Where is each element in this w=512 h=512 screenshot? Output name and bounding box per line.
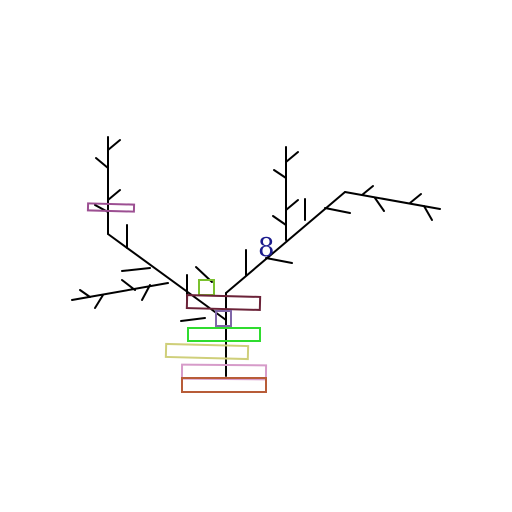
pink-box xyxy=(86,202,136,213)
right-upper-twig xyxy=(273,169,287,179)
maroon-box xyxy=(185,294,262,311)
right-upper-twig xyxy=(285,151,299,163)
left-upper-twig xyxy=(107,139,121,151)
left-upper-twig xyxy=(95,157,109,169)
right-upper-twig xyxy=(272,215,287,226)
khaki-box xyxy=(164,342,250,361)
right-lateral-twig xyxy=(423,205,433,221)
left-lower-twig xyxy=(79,289,91,298)
right-upper-twig xyxy=(285,199,299,211)
left-upper-twig xyxy=(107,189,121,201)
right-lateral-twig xyxy=(409,193,422,204)
tree-branches xyxy=(71,136,441,377)
trunk-twig xyxy=(180,317,206,322)
left-lower-twig xyxy=(94,294,104,309)
right-lateral-twig xyxy=(361,185,374,196)
left-lower-twig xyxy=(121,267,151,272)
purple-square xyxy=(215,310,232,327)
left-lower-twig xyxy=(121,279,136,291)
left-lower-twig xyxy=(141,284,151,301)
right-lower-twig xyxy=(265,257,293,264)
colored-boxes xyxy=(86,202,268,393)
left-lower-branch xyxy=(71,282,169,301)
rust-box xyxy=(181,377,267,393)
number-label: 8 xyxy=(258,233,275,263)
bright-green-box xyxy=(187,327,261,342)
right-lateral-twig xyxy=(324,207,351,214)
right-lateral-twig xyxy=(374,197,385,212)
